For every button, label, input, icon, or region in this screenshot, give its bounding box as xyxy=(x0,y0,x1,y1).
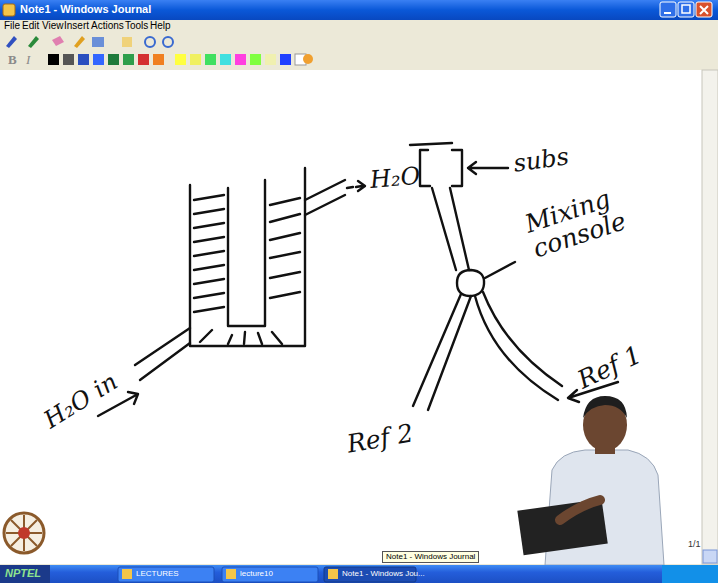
menu-item: Tools xyxy=(125,21,148,32)
inlet-pipe xyxy=(135,328,190,380)
menu-item: File xyxy=(4,21,20,32)
scroll-bar xyxy=(702,70,718,564)
folder-icon xyxy=(226,569,236,579)
taskbar-button-text: Note1 - Windows Jou... xyxy=(342,570,425,578)
feed-line xyxy=(432,188,469,270)
title-bar xyxy=(0,0,718,20)
taskbar xyxy=(0,565,718,583)
note-canvas xyxy=(0,70,702,564)
ref1-line xyxy=(475,292,562,400)
ref2-line xyxy=(413,294,471,410)
menu-item: Actions xyxy=(91,21,124,32)
taskbar-button xyxy=(118,567,214,582)
app-icon xyxy=(3,4,15,16)
pen-toolbar xyxy=(6,36,173,48)
taskbar-button-text: LECTURES xyxy=(136,570,179,578)
menu-item: Insert xyxy=(64,21,89,32)
subs-arrow xyxy=(468,162,508,174)
format-button: I xyxy=(26,53,30,67)
start-area xyxy=(0,565,50,583)
taskbar-button xyxy=(222,567,318,582)
mixing-blob xyxy=(457,270,484,296)
logo-text: NPTEL xyxy=(5,568,41,580)
folder-icon xyxy=(122,569,132,579)
window-title: Note1 - Windows Journal xyxy=(20,4,151,16)
taskbar-button-text: lecture10 xyxy=(240,570,273,578)
presenter xyxy=(517,396,664,565)
tank-hatching xyxy=(194,195,300,344)
page-number: 1/1 xyxy=(688,540,701,549)
menu-item: Help xyxy=(150,21,171,32)
outlet-arrow xyxy=(347,181,365,191)
menu-item: Edit xyxy=(22,21,39,32)
format-button: B xyxy=(8,53,17,67)
nptel-logo xyxy=(4,513,44,553)
color-swatches xyxy=(48,54,313,65)
water-tank xyxy=(190,168,305,346)
outlet-pipe xyxy=(305,180,345,215)
leader-line xyxy=(485,262,515,278)
system-tray xyxy=(662,565,718,583)
tooltip: Note1 - Windows Journal xyxy=(382,551,479,563)
scroll-button xyxy=(703,550,717,563)
window-controls xyxy=(660,2,712,17)
menu-item: View xyxy=(42,21,64,32)
app-icon xyxy=(328,569,338,579)
handwritten-label: H₂O xyxy=(369,164,421,193)
